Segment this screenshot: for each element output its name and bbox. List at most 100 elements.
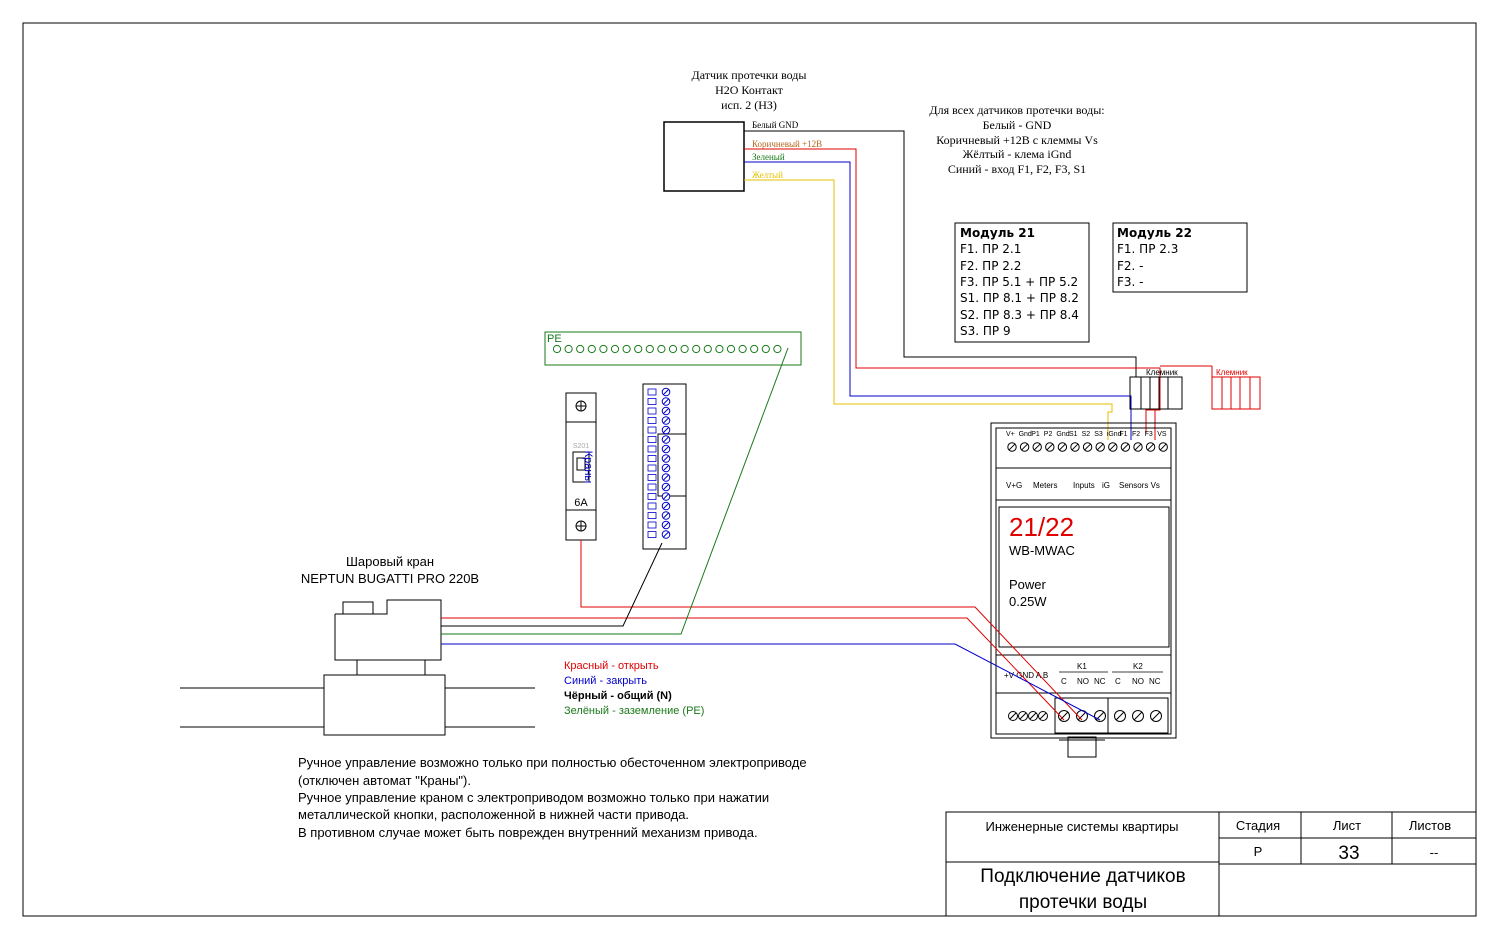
group-label-meters: Meters xyxy=(1033,481,1057,490)
n-terminal-clamp-15 xyxy=(647,531,657,538)
pe-hole-17 xyxy=(750,344,759,354)
red-terminal-block xyxy=(1160,365,1261,410)
top-screw-0-slot xyxy=(1008,443,1016,451)
bottom-left-screw-0-slot xyxy=(1009,712,1017,720)
n-terminal-screw-5-slot xyxy=(662,436,670,443)
module-21-line-6: S3. ПР 9 xyxy=(960,324,1011,338)
pe-hole-9 xyxy=(657,344,666,354)
n-terminal-screw-1-slot xyxy=(662,398,670,405)
device-number: 21/22 xyxy=(1009,512,1074,542)
valve-legend-green: Зелёный - заземление (PE) xyxy=(564,705,704,717)
bottom-left-screw-1-slot xyxy=(1019,712,1027,720)
device-model: WB-MWAC xyxy=(1009,543,1075,558)
pe-bus-bar xyxy=(544,331,802,366)
top-screw-7-slot xyxy=(1096,443,1104,451)
top-pin-label-5: S1 xyxy=(1069,431,1078,438)
module-21-line-3: F3. ПР 5.1 + ПР 5.2 xyxy=(960,275,1078,289)
pe-hole-11 xyxy=(680,344,689,354)
group-label-inputs: Inputs xyxy=(1073,481,1095,490)
bottom-left-screw-3-slot xyxy=(1039,712,1047,720)
n-terminal-clamp-8 xyxy=(647,464,657,472)
pe-hole-8 xyxy=(645,344,654,354)
sensor-title-line-2: H2O Контакт xyxy=(715,83,784,97)
top-screw-9-slot xyxy=(1122,443,1129,451)
valve-legend-red: Красный - открыть xyxy=(564,660,659,672)
module-22-box xyxy=(1112,222,1248,293)
sensor-legend-line-2: Белый - GND xyxy=(983,118,1052,132)
n-terminal-screw-2-slot xyxy=(662,407,670,415)
sensor-wire-white-label: Белый GND xyxy=(752,120,799,130)
sensor-legend-line-1: Для всех датчиков протечки воды: xyxy=(929,103,1104,117)
n-terminal-clamp-14 xyxy=(647,521,657,529)
top-pin-label-3: P2 xyxy=(1044,431,1053,438)
pe-hole-4 xyxy=(599,344,608,354)
module-21-line-1: F1. ПР 2.1 xyxy=(960,242,1021,256)
sensor-wire-green-label: Зеленый xyxy=(752,152,785,162)
device-power-value: 0.25W xyxy=(1009,594,1047,609)
top-screw-4-slot xyxy=(1059,443,1066,451)
top-screw-2-slot xyxy=(1033,443,1041,451)
n-terminal-screw-9-slot xyxy=(662,474,670,481)
k2-screw-1-slot xyxy=(1133,711,1143,721)
valve-legend-black: Чёрный - общий (N) xyxy=(564,690,672,702)
group-label-sensors: Sensors Vs xyxy=(1119,481,1160,490)
title-block-sheets: -- xyxy=(1430,845,1439,860)
wire-red-valve xyxy=(441,617,1065,721)
module-21-line-2: F2. ПР 2.2 xyxy=(960,259,1021,273)
k2-screw-0-slot xyxy=(1115,711,1125,721)
n-terminal-clamp-9 xyxy=(647,474,657,481)
group-label-ig: iG xyxy=(1102,481,1110,490)
pe-hole-14 xyxy=(715,344,724,354)
sensor-legend-line-5: Синий - вход F1, F2, F3, S1 xyxy=(948,162,1086,176)
module-21-title: Модуль 21 xyxy=(960,226,1035,240)
neutral-terminal-block xyxy=(642,383,687,550)
n-terminal-screw-0-slot xyxy=(662,388,670,396)
note-line-3: Ручное управление краном с электропривод… xyxy=(298,790,769,805)
device-top-screws xyxy=(1007,442,1168,452)
wire-black-neutral xyxy=(441,542,663,627)
top-screw-1-slot xyxy=(1021,443,1028,451)
title-block-sheets-header: Листов xyxy=(1409,818,1451,833)
module-21-box xyxy=(954,222,1090,343)
n-terminal-screw-15-slot xyxy=(662,531,670,538)
pe-hole-2 xyxy=(576,344,585,354)
neutral-terminal-screws xyxy=(647,387,671,539)
group-label-vg: V+G xyxy=(1006,481,1022,490)
device-bottom-labels: K1 K2 +V GND A B C NO NC C NO NC xyxy=(1004,662,1163,686)
top-pin-label-10: F2 xyxy=(1132,431,1140,438)
n-terminal-clamp-13 xyxy=(647,512,657,519)
n-terminal-screw-13-slot xyxy=(662,512,670,519)
n-terminal-screw-6-slot xyxy=(662,445,670,453)
n-terminal-clamp-2 xyxy=(647,407,657,415)
n-terminal-screw-14-slot xyxy=(662,521,670,529)
wire-red-open xyxy=(580,540,1083,721)
top-pin-label-1: Gnd xyxy=(1019,431,1032,438)
n-terminal-screw-3-slot xyxy=(662,417,670,424)
relay-k1-label: K1 xyxy=(1077,662,1087,671)
wire-yellow-ignd xyxy=(744,179,1113,440)
wire-blue-input xyxy=(744,161,1132,440)
pe-hole-13 xyxy=(703,344,712,354)
n-terminal-screw-10-slot xyxy=(662,483,670,491)
wire-vs-jumper xyxy=(1146,409,1156,440)
pe-hole-19 xyxy=(773,344,782,354)
module-22-title: Модуль 22 xyxy=(1117,226,1192,240)
k1-screw-1-slot xyxy=(1077,711,1087,721)
n-terminal-clamp-10 xyxy=(647,483,657,491)
sensor-wire-yellow-label: Желтый xyxy=(752,170,783,180)
note-line-5: В противном случае может быть поврежден … xyxy=(298,825,758,840)
n-terminal-clamp-7 xyxy=(647,455,657,462)
module-22-line-2: F2. - xyxy=(1117,259,1144,273)
wire-brown-12v xyxy=(744,148,1161,433)
top-screw-8-slot xyxy=(1109,443,1117,451)
top-screw-10-slot xyxy=(1134,443,1142,451)
breaker-model: S201 xyxy=(573,443,589,450)
pe-hole-7 xyxy=(634,344,643,354)
top-pin-label-12: VS xyxy=(1157,431,1167,438)
module-22-line-3: F3. - xyxy=(1117,275,1144,289)
n-terminal-clamp-0 xyxy=(647,388,657,396)
k1-screw-0-slot xyxy=(1059,711,1069,721)
title-block-title-line-2: протечки воды xyxy=(1019,892,1147,913)
k1-pin-nc: NC xyxy=(1094,677,1106,686)
top-screw-11-slot xyxy=(1147,443,1154,451)
